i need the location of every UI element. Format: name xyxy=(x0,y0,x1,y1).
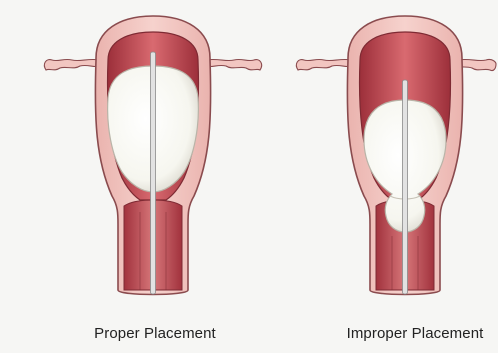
left-fallopian-tube xyxy=(44,59,100,70)
improper-placement-caption: Improper Placement xyxy=(330,323,498,345)
proper-placement-illustration xyxy=(44,16,261,295)
right-fallopian-tube xyxy=(206,59,262,70)
catheter xyxy=(403,80,408,294)
improper-placement-illustration xyxy=(296,16,496,295)
right-fallopian-tube xyxy=(458,59,496,70)
catheter xyxy=(151,52,156,294)
left-fallopian-tube xyxy=(296,59,352,70)
proper-placement-caption: Proper Placement xyxy=(80,323,230,345)
